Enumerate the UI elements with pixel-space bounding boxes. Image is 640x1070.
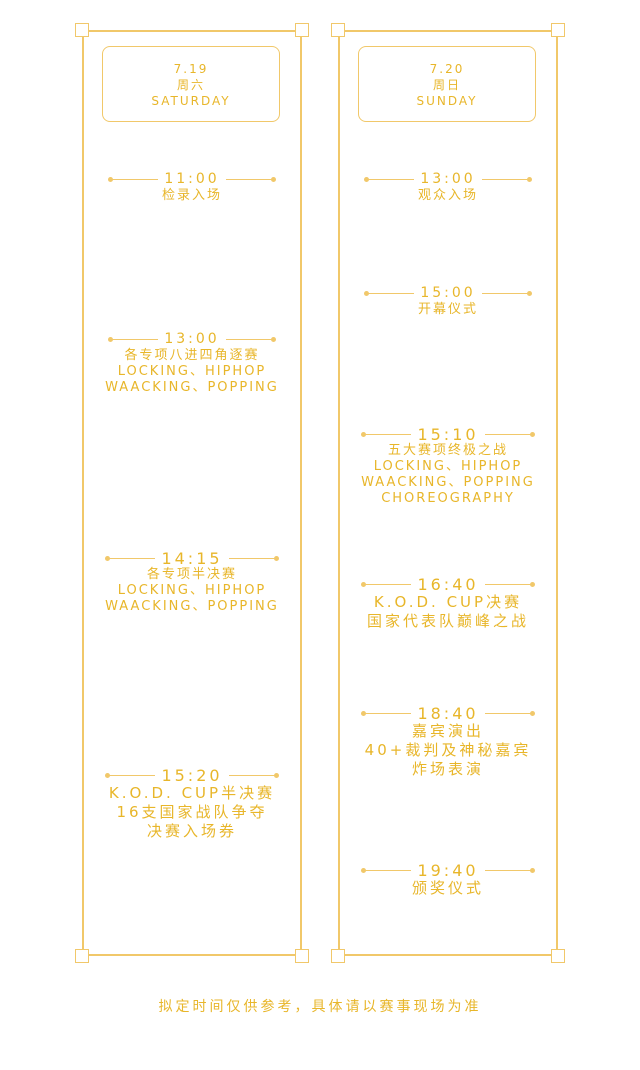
event-time: 15:20 (161, 765, 223, 785)
event-line: WAACKING、POPPING (105, 599, 279, 614)
event-time: 15:00 (420, 285, 476, 301)
event-line: LOCKING、HIPHOP (117, 364, 267, 379)
day-header: 7.19 周六 SATURDAY (102, 46, 280, 122)
corner-ornament (75, 23, 89, 37)
schedule-event: 13:00 观众入场 (338, 170, 558, 204)
schedule-event: 14:15 各专项半决赛 LOCKING、HIPHOP WAACKING、POP… (82, 549, 302, 615)
corner-ornament (331, 949, 345, 963)
day-weekday-en: SATURDAY (151, 94, 231, 108)
event-line: WAACKING、POPPING (361, 475, 535, 490)
event-line: 16支国家战队争夺 (116, 803, 268, 821)
event-line: 炸场表演 (411, 760, 484, 778)
event-line: 各专项八进四角逐赛 (124, 348, 260, 363)
event-line: 颁奖仪式 (411, 879, 484, 897)
sunday-column: 7.20 周日 SUNDAY 13:00 观众入场 15:00 开幕仪式 15:… (331, 23, 565, 963)
schedule-event: 11:00 检录入场 (82, 170, 302, 204)
event-line: 检录入场 (161, 188, 222, 203)
event-line: LOCKING、HIPHOP (117, 583, 267, 598)
day-date: 7.20 (429, 62, 465, 76)
saturday-column: 7.19 周六 SATURDAY 11:00 检录入场 13:00 各专项八进四… (75, 23, 309, 963)
event-line: 开幕仪式 (417, 302, 478, 317)
event-line: LOCKING、HIPHOP (373, 459, 523, 474)
schedule-event: 15:00 开幕仪式 (338, 284, 558, 318)
corner-ornament (551, 23, 565, 37)
event-line: K.O.D. CUP决赛 (373, 593, 523, 611)
event-time: 11:00 (164, 171, 220, 187)
day-weekday-cn: 周六 (176, 78, 205, 92)
day-date: 7.19 (173, 62, 209, 76)
event-line: 五大赛项终极之战 (387, 443, 508, 458)
event-line: 决赛入场券 (146, 822, 237, 840)
disclaimer-note: 拟定时间仅供参考，具体请以赛事现场为准 (158, 999, 482, 1015)
event-line: 40+裁判及神秘嘉宾 (364, 741, 532, 759)
event-time: 15:10 (417, 424, 479, 444)
day-weekday-cn: 周日 (432, 78, 461, 92)
corner-ornament (331, 23, 345, 37)
event-time: 16:40 (417, 574, 479, 594)
event-line: CHOREOGRAPHY (381, 491, 515, 506)
schedule-event: 15:20 K.O.D. CUP半决赛 16支国家战队争夺 决赛入场券 (82, 766, 302, 841)
event-time: 19:40 (417, 860, 479, 880)
corner-ornament (75, 949, 89, 963)
event-line: 观众入场 (417, 188, 478, 203)
event-line: 各专项半决赛 (146, 567, 237, 582)
day-weekday-en: SUNDAY (416, 94, 478, 108)
day-header: 7.20 周日 SUNDAY (358, 46, 536, 122)
event-time: 18:40 (417, 703, 479, 723)
schedule-event: 16:40 K.O.D. CUP决赛 国家代表队巅峰之战 (338, 575, 558, 631)
column-frame (82, 30, 302, 956)
event-time: 13:00 (420, 171, 476, 187)
event-line: K.O.D. CUP半决赛 (108, 784, 276, 802)
schedule-event: 19:40 颁奖仪式 (338, 861, 558, 898)
schedule-event: 13:00 各专项八进四角逐赛 LOCKING、HIPHOP WAACKING、… (82, 330, 302, 396)
event-line: WAACKING、POPPING (105, 380, 279, 395)
corner-ornament (295, 23, 309, 37)
corner-ornament (551, 949, 565, 963)
corner-ornament (295, 949, 309, 963)
event-line: 国家代表队巅峰之战 (366, 612, 529, 630)
schedule-event: 18:40 嘉宾演出 40+裁判及神秘嘉宾 炸场表演 (338, 704, 558, 779)
schedule-event: 15:10 五大赛项终极之战 LOCKING、HIPHOP WAACKING、P… (338, 425, 558, 507)
event-time: 14:15 (161, 548, 223, 568)
event-line: 嘉宾演出 (411, 722, 484, 740)
event-time: 13:00 (164, 331, 220, 347)
column-frame (338, 30, 558, 956)
